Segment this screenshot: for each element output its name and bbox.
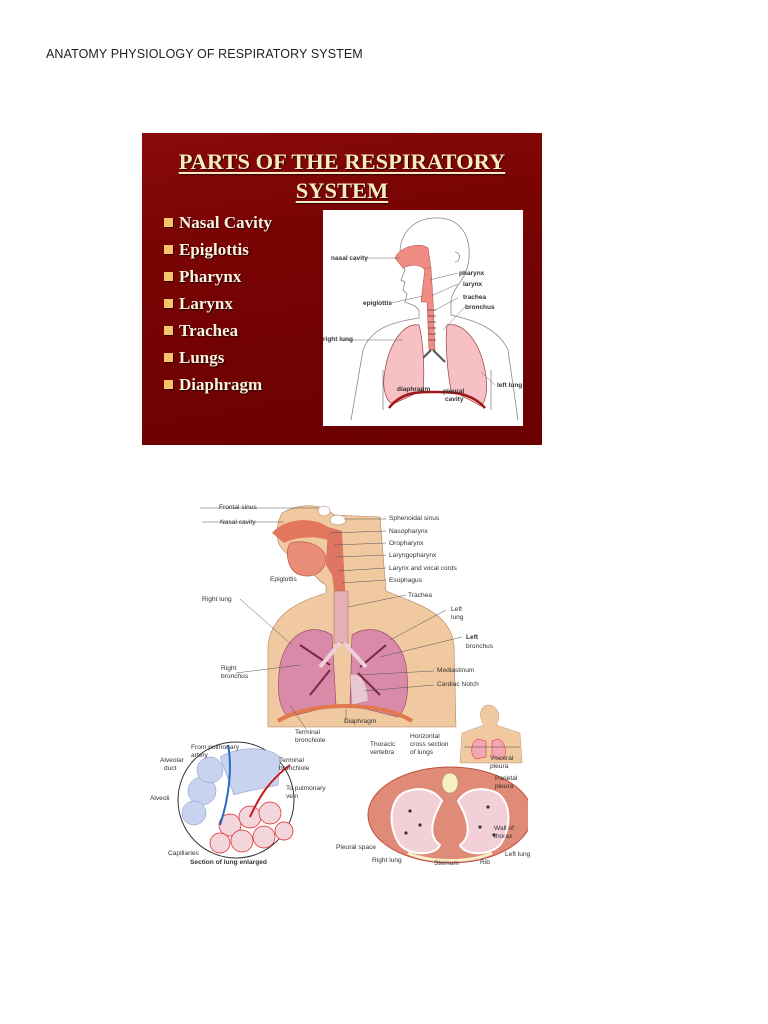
label-right-lung-cross: Right lung xyxy=(372,857,402,864)
label-esophagus: Esophagus xyxy=(389,577,422,584)
label-horizontal-3: of lungs xyxy=(410,749,434,756)
label-larynx-vocal-cords: Larynx and vocal cords xyxy=(389,565,457,572)
bullet-square-icon xyxy=(164,380,173,389)
bullet-square-icon xyxy=(164,326,173,335)
label-nasal-cavity: nasal cavity xyxy=(331,255,368,262)
label-terminal-bronchiole-2: bronchiole xyxy=(279,765,310,772)
label-rib: Rib xyxy=(480,859,490,866)
bullet-item: Pharynx xyxy=(164,263,272,290)
anatomy-illustration xyxy=(177,505,528,864)
bullet-label: Nasal Cavity xyxy=(179,212,273,232)
bullet-label: Epiglottis xyxy=(179,239,249,259)
label-larynx: larynx xyxy=(463,281,483,288)
label-parietal-1: Parietal xyxy=(495,775,518,782)
label-pleural: pleural xyxy=(443,388,465,395)
bullet-list: Nasal Cavity Epiglottis Pharynx Larynx T… xyxy=(164,209,272,398)
slide-parts-of-respiratory-system: PARTS OF THE RESPIRATORY SYSTEM Nasal Ca… xyxy=(142,133,542,445)
label-right-lung: Right lung xyxy=(202,596,232,603)
label-alveolar-duct-2: duct xyxy=(164,765,177,772)
slide-title-line1: PARTS OF THE RESPIRATORY xyxy=(178,149,506,174)
label-from-pulmonary-2: artery xyxy=(191,752,208,759)
label-left-bronchus-2: bronchus xyxy=(466,643,494,650)
label-sphenoidal-sinus: Sphenoidal sinus xyxy=(389,515,440,522)
caption-section-of-lung: Section of lung enlarged xyxy=(190,859,267,866)
bullet-square-icon xyxy=(164,299,173,308)
label-epiglottis: epiglottis xyxy=(363,300,392,307)
label-diaphragm: Diaphragm xyxy=(344,718,377,725)
label-left-lung: left lung xyxy=(497,382,523,389)
label-left-lung-cross: Left lung xyxy=(505,851,531,858)
label-parietal-2: pleura xyxy=(495,783,514,790)
bullet-label: Trachea xyxy=(179,320,239,340)
bullet-item: Lungs xyxy=(164,344,272,371)
document-title: ANATOMY PHYSIOLOGY OF RESPIRATORY SYSTEM xyxy=(46,47,363,61)
label-left-lung-2: lung xyxy=(451,614,464,621)
label-laryngopharynx: Laryngopharynx xyxy=(389,552,437,559)
bullet-item: Diaphragm xyxy=(164,371,272,398)
label-wall-of-thorax-1: Wall of xyxy=(494,825,514,832)
label-visceral-1: Visceral xyxy=(490,755,514,762)
body-outline-illustration xyxy=(343,217,519,421)
label-terminal-bronchiole-1: Terminal xyxy=(279,757,304,764)
label-right-bronchus-2: bronchus xyxy=(221,673,249,680)
bullet-square-icon xyxy=(164,245,173,254)
label-cavity: cavity xyxy=(445,396,464,403)
label-left-lung-1: Left xyxy=(451,606,462,613)
label-oropharynx: Oropharynx xyxy=(389,540,424,547)
respiratory-anatomy-figure: Frontal sinus Nasal cavity Sphenoidal si… xyxy=(150,495,531,873)
bullet-label: Lungs xyxy=(179,347,225,367)
label-trachea: Trachea xyxy=(408,592,432,599)
bullet-square-icon xyxy=(164,272,173,281)
label-terminal-bronchiole-2: bronchiole xyxy=(295,737,326,744)
label-alveoli: Alveoli xyxy=(150,795,170,802)
bullet-label: Pharynx xyxy=(179,266,242,286)
bullet-square-icon xyxy=(164,218,173,227)
bullet-item: Nasal Cavity xyxy=(164,209,272,236)
slide-title: PARTS OF THE RESPIRATORY SYSTEM xyxy=(142,147,542,205)
label-pleural-space: Pleural space xyxy=(336,844,376,851)
label-nasal-cavity: Nasal cavity xyxy=(220,519,256,526)
respiratory-diagram-simple: nasal cavity pharynx larynx trachea bron… xyxy=(323,210,523,426)
label-thoracic-1: Thoracic xyxy=(370,741,396,748)
label-diaphragm: diaphragm xyxy=(397,386,431,393)
label-bronchus: bronchus xyxy=(465,304,495,311)
label-capillaries: Capillaries xyxy=(168,850,199,857)
label-wall-of-thorax-2: thorax xyxy=(494,833,513,840)
slide-title-line2: SYSTEM xyxy=(295,178,389,203)
label-cardiac-notch: Cardiac Notch xyxy=(437,681,479,688)
label-from-pulmonary-1: From pulmonary xyxy=(191,744,240,751)
label-horizontal-1: Horizontal xyxy=(410,733,440,740)
label-thoracic-2: vertebra xyxy=(370,749,395,756)
label-to-pulmonary-1: To pulmonary xyxy=(286,785,326,792)
label-right-lung: right lung xyxy=(323,336,353,343)
label-pharynx: pharynx xyxy=(459,270,485,277)
bullet-item: Trachea xyxy=(164,317,272,344)
label-alveolar-duct-1: Alveolar xyxy=(160,757,184,764)
label-mediastinum: Mediastinum xyxy=(437,667,475,674)
label-to-pulmonary-2: vein xyxy=(286,793,299,800)
bullet-square-icon xyxy=(164,353,173,362)
label-sternum: Sternum xyxy=(434,860,459,867)
label-trachea: trachea xyxy=(463,294,487,301)
label-horizontal-2: cross section xyxy=(410,741,449,748)
label-terminal-bronchiole-1: Terminal xyxy=(295,729,320,736)
label-nasopharynx: Nasopharynx xyxy=(389,528,428,535)
label-frontal-sinus: Frontal sinus xyxy=(219,504,257,511)
bullet-item: Epiglottis xyxy=(164,236,272,263)
label-right-bronchus-1: Right xyxy=(221,665,237,672)
bullet-item: Larynx xyxy=(164,290,272,317)
label-visceral-2: pleura xyxy=(490,763,509,770)
label-left-bronchus-1: Left xyxy=(466,634,479,641)
bullet-label: Diaphragm xyxy=(179,374,263,394)
bullet-label: Larynx xyxy=(179,293,233,313)
label-epiglottis: Epiglottis xyxy=(270,576,297,583)
